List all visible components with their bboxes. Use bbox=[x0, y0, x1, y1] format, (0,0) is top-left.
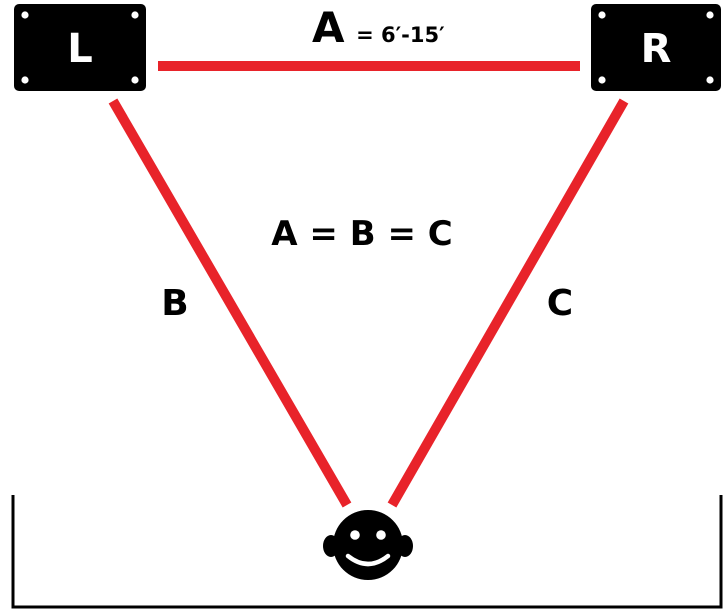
screw-icon bbox=[131, 76, 139, 84]
distance-b-label: B bbox=[161, 283, 188, 324]
distance-a-range: = 6′-15′ bbox=[356, 23, 445, 47]
speaker-box-icon bbox=[14, 4, 146, 91]
room-wall-outline bbox=[11, 495, 723, 609]
distance-b-line bbox=[108, 98, 352, 508]
distance-a-label: A = 6′-15′ bbox=[312, 3, 445, 52]
speaker-box-icon bbox=[591, 4, 721, 91]
distance-a-letter: A bbox=[312, 3, 345, 52]
left-speaker: L bbox=[14, 4, 146, 91]
screw-icon bbox=[598, 76, 606, 84]
right-speaker-label: R bbox=[641, 26, 672, 72]
right-speaker: R bbox=[591, 4, 721, 91]
distance-c-label: C bbox=[547, 283, 573, 324]
left-speaker-label: L bbox=[67, 26, 93, 72]
screw-icon bbox=[21, 11, 29, 19]
equality-label: A = B = C bbox=[271, 214, 453, 254]
screw-icon bbox=[598, 11, 606, 19]
screw-icon bbox=[706, 11, 714, 19]
screw-icon bbox=[131, 11, 139, 19]
smiley-face-icon bbox=[323, 510, 413, 580]
screw-icon bbox=[21, 76, 29, 84]
screw-icon bbox=[706, 76, 714, 84]
distance-c-line bbox=[387, 98, 629, 508]
